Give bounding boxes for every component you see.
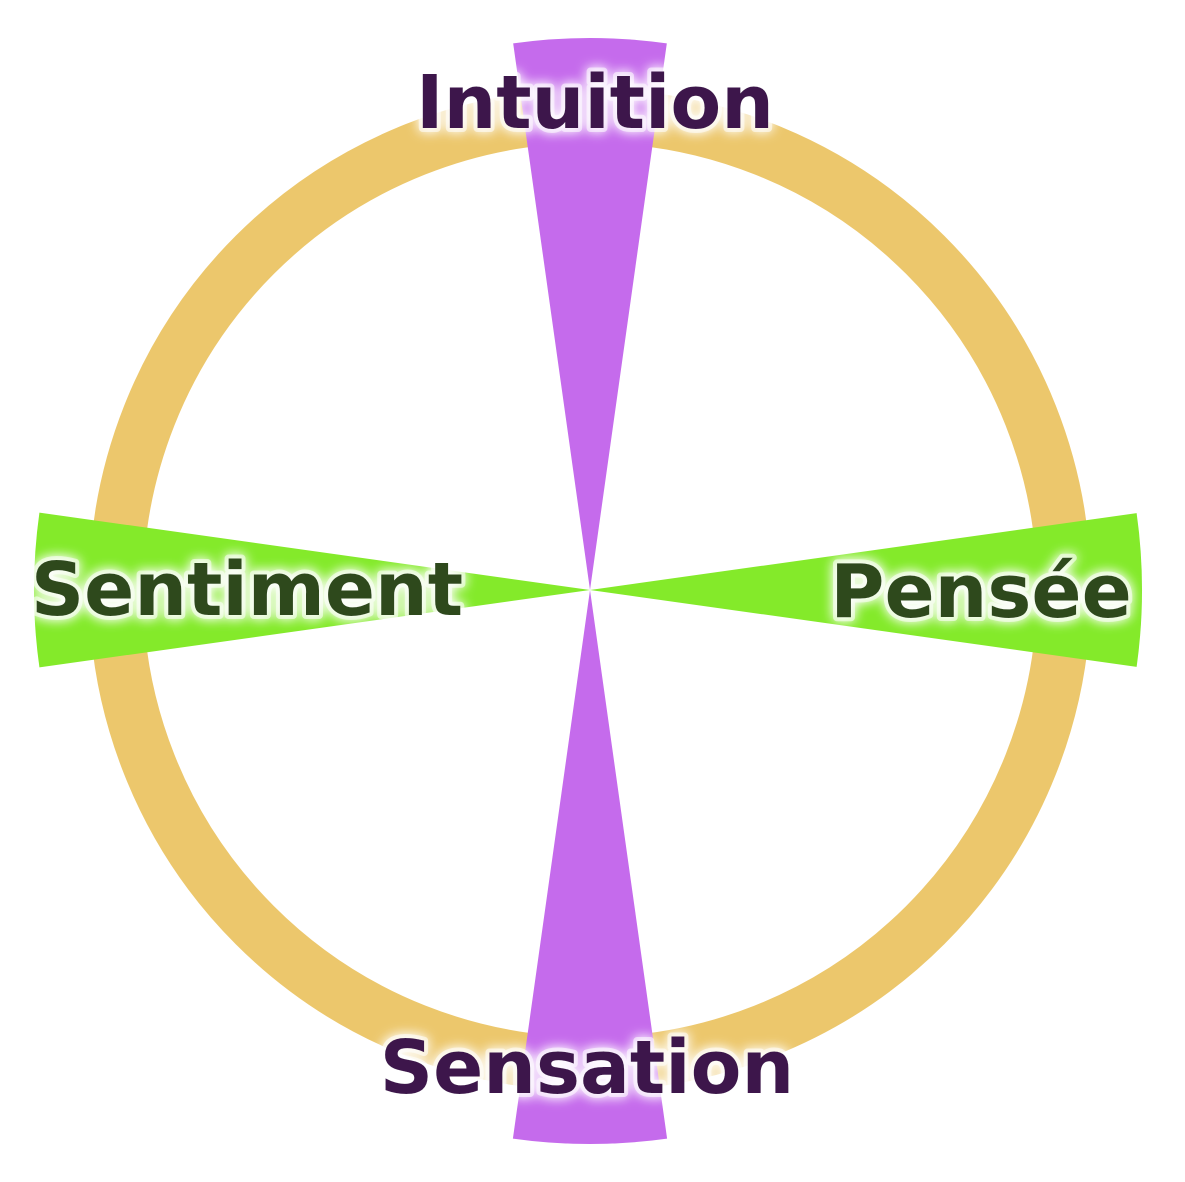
label-pensee: Pensée [830, 549, 1132, 635]
pensee-wedge [590, 513, 1142, 667]
sensation-wedge [512, 590, 668, 1144]
intuition-wedge [513, 37, 667, 590]
label-intuition: Intuition [416, 60, 774, 146]
label-sensation: Sensation [380, 1025, 794, 1111]
sentiment-wedge [33, 512, 590, 668]
label-sentiment: Sentiment [31, 547, 463, 633]
